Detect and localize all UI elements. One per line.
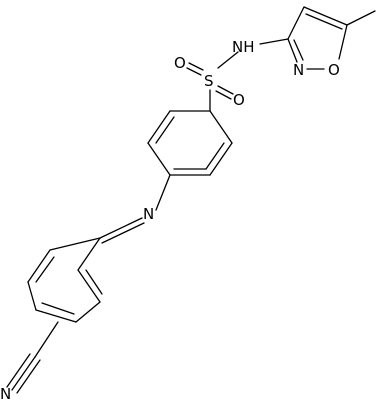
bond-c5-o — [338, 24, 348, 60]
bond-c3-nh — [259, 38, 289, 45]
bond-ring1-imine-n — [155, 174, 171, 211]
atom-label-sulfur: S — [204, 72, 214, 90]
bond-s-o-top-b — [186, 67, 202, 76]
bond-ring2-nitrile-c — [34, 321, 59, 358]
atom-label-nh: NH — [232, 38, 255, 56]
bond-ring2-c2-c3 — [77, 269, 101, 303]
bond-s-o-bottom-a — [217, 85, 234, 95]
atom-label-sulfonyl-o-top: O — [174, 54, 186, 72]
bond-ring1-c2-c3 — [209, 142, 233, 176]
atom-label-ring-o: O — [328, 61, 340, 79]
bond-ring2-inner-c — [41, 302, 75, 315]
bond-nitrile-triple-b — [6, 353, 31, 388]
bond-ring2-c1-c2 — [77, 237, 101, 271]
bond-c3-c4 — [287, 6, 305, 40]
bond-s-o-top-a — [188, 62, 204, 71]
bond-nitrile-triple-c — [16, 359, 41, 394]
bond-ring1-c5-c6 — [147, 110, 171, 144]
bond-ring2-inner-b — [35, 256, 55, 283]
bond-ring2-c5-c6 — [27, 281, 37, 311]
atom-labels: NH N O O S O N N — [0, 38, 340, 401]
bond-imine-double-b — [101, 222, 145, 244]
bond-n-c3 — [287, 38, 298, 63]
atom-label-nitrile-n: N — [0, 385, 11, 401]
bond-ring2-c4-c5 — [35, 309, 77, 323]
bond-c4-c5-inner — [305, 13, 343, 30]
bond-c4-c5 — [303, 6, 348, 26]
bond-ring1-inner-b — [155, 116, 175, 144]
atom-label-sulfonyl-o-bottom: O — [233, 91, 245, 109]
bond-s-o-bottom-b — [215, 90, 232, 100]
bond-ring2-c1b-c1 — [49, 237, 101, 251]
bond-ring2-c3-c4 — [75, 301, 101, 323]
bond-ring2-c6-c1b — [27, 249, 51, 283]
bond-n-c3-inner — [293, 39, 304, 61]
bond-imine-double-a — [99, 217, 143, 239]
bond-lines — [6, 6, 376, 394]
bond-ring1-c1-c2 — [209, 110, 233, 144]
bond-nh-s — [217, 51, 239, 69]
bond-ring1-inner-a — [205, 142, 225, 170]
atom-label-ring-n: N — [293, 61, 304, 79]
bond-ring2-inner-a — [85, 269, 103, 295]
bond-nitrile-triple-a — [11, 356, 36, 391]
atom-label-imine-n: N — [143, 205, 154, 223]
bond-ring1-c4-c5 — [147, 142, 171, 176]
bond-c5-methyl — [346, 10, 376, 26]
